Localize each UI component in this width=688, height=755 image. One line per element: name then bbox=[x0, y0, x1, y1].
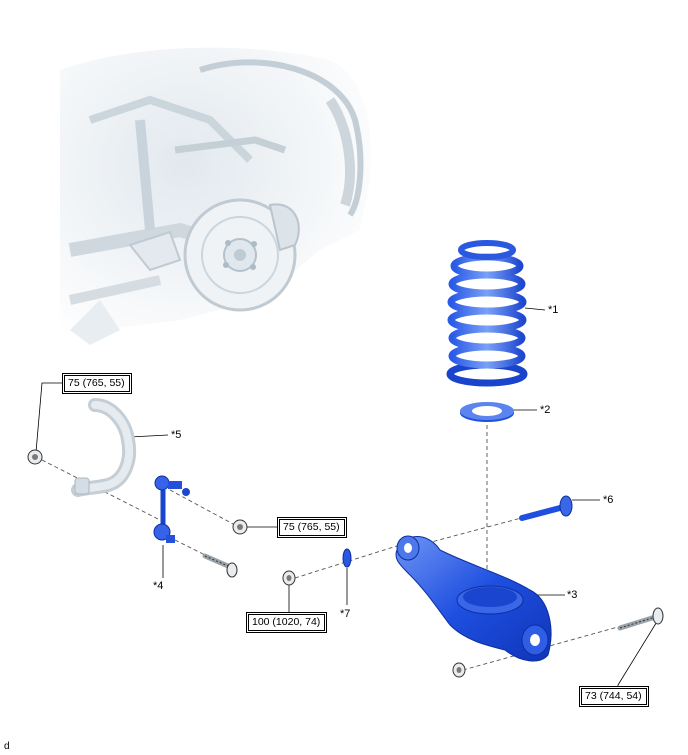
nut-arm-front bbox=[282, 570, 296, 586]
figure-id: d bbox=[4, 741, 10, 752]
hardware-gray bbox=[27, 449, 664, 678]
spring-insulator bbox=[460, 402, 514, 422]
torque-spec-arm-rear-bolt: 73 (744, 54) bbox=[579, 686, 649, 707]
arm-bolt-blue bbox=[519, 495, 573, 521]
torque-spec-arm-front-nut-text: 100 (1020, 74) bbox=[248, 614, 326, 631]
callout-part-5: *5 bbox=[171, 429, 182, 441]
coil-spring bbox=[446, 240, 528, 387]
torque-spec-arm-rear-bolt-text: 73 (744, 54) bbox=[581, 688, 647, 705]
vehicle-body-background bbox=[60, 47, 371, 345]
torque-spec-stabilizer-nut: 75 (765, 55) bbox=[62, 373, 132, 394]
nut-stabilizer bbox=[27, 449, 43, 465]
stabilizer-link bbox=[153, 475, 190, 543]
torque-spec-link-nut-text: 75 (765, 55) bbox=[279, 519, 345, 536]
callout-part-3: *3 bbox=[567, 589, 578, 601]
torque-spec-arm-front-nut: 100 (1020, 74) bbox=[246, 612, 328, 633]
torque-spec-stabilizer-nut-text: 75 (765, 55) bbox=[64, 375, 130, 392]
nut-link bbox=[232, 519, 248, 535]
lower-control-arm bbox=[395, 535, 552, 662]
callout-part-2: *2 bbox=[540, 404, 551, 416]
bolt-link-lower bbox=[202, 553, 238, 578]
callout-part-7: *7 bbox=[340, 608, 351, 620]
washer-blue bbox=[342, 548, 352, 568]
callout-part-4: *4 bbox=[153, 580, 164, 592]
stabilizer-bar bbox=[71, 398, 136, 497]
nut-arm-rear bbox=[452, 662, 466, 678]
callout-part-6: *6 bbox=[603, 494, 614, 506]
callout-part-1: *1 bbox=[548, 304, 559, 316]
torque-spec-link-nut: 75 (765, 55) bbox=[277, 517, 347, 538]
bolt-arm-rear bbox=[617, 607, 664, 631]
